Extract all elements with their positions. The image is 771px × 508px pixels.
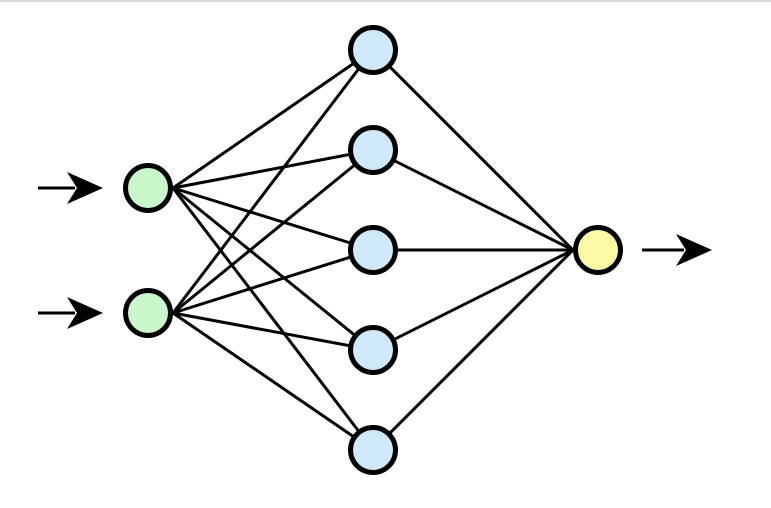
hidden-node-3 xyxy=(348,225,398,275)
input-arrow-1-head-icon xyxy=(67,172,103,204)
output-node-1 xyxy=(573,225,623,275)
edge-i1-h5 xyxy=(171,186,375,452)
output-arrow-head-icon xyxy=(676,234,712,266)
edge-i2-h2 xyxy=(171,148,375,315)
edge-h5-o1 xyxy=(371,248,575,452)
edge-h2-o1 xyxy=(371,148,575,252)
edge-i2-h3 xyxy=(171,248,375,315)
edge-h1-o1 xyxy=(371,48,575,252)
hidden-node-5 xyxy=(348,425,398,475)
input-arrow-2-head-icon xyxy=(67,297,103,329)
edge-i2-h4 xyxy=(171,311,375,352)
edge-i2-h1 xyxy=(171,48,375,315)
hidden-node-1 xyxy=(348,25,398,75)
window-top-border xyxy=(0,0,771,2)
edge-i1-h2 xyxy=(171,148,375,190)
edge-i2-h5 xyxy=(171,311,375,452)
hidden-node-4 xyxy=(348,325,398,375)
input-node-1 xyxy=(123,163,173,213)
hidden-node-2 xyxy=(348,125,398,175)
edge-i1-h3 xyxy=(171,186,375,252)
edge-i1-h1 xyxy=(171,48,375,190)
edge-h4-o1 xyxy=(371,248,575,352)
input-node-2 xyxy=(123,288,173,338)
edge-i1-h4 xyxy=(171,186,375,352)
